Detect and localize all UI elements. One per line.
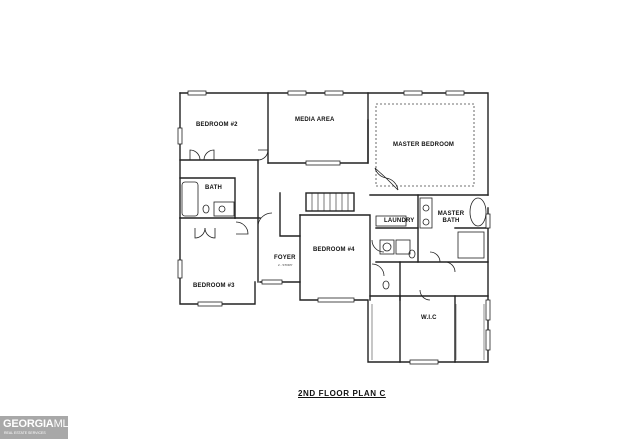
sink bbox=[422, 204, 430, 212]
window bbox=[177, 127, 183, 145]
label-wic: W.I.C bbox=[421, 315, 437, 321]
window bbox=[305, 160, 341, 166]
window bbox=[187, 90, 207, 96]
door-swing bbox=[385, 177, 399, 191]
toilet bbox=[382, 280, 390, 290]
interior-wall bbox=[399, 295, 456, 363]
door-swing bbox=[235, 221, 249, 235]
sink bbox=[422, 218, 430, 226]
stair-tread bbox=[311, 192, 349, 212]
vanity bbox=[375, 215, 407, 227]
label-foyer-note: 2 - STORY bbox=[278, 263, 293, 267]
washer bbox=[379, 239, 395, 255]
door-swing bbox=[194, 227, 206, 239]
interior-wall bbox=[279, 192, 301, 237]
interior-wall bbox=[299, 214, 371, 301]
door-swing bbox=[444, 261, 456, 273]
interior-wall bbox=[267, 92, 369, 164]
watermark-tagline: REAL ESTATE SERVICES bbox=[4, 431, 46, 435]
window bbox=[485, 213, 491, 229]
window bbox=[197, 301, 223, 307]
door-swing bbox=[257, 149, 269, 161]
label-bedroom-2: BEDROOM #2 bbox=[196, 122, 238, 128]
window bbox=[485, 299, 491, 321]
exterior-wall bbox=[259, 207, 489, 363]
door-swing bbox=[429, 251, 441, 263]
toilet bbox=[202, 204, 210, 214]
window bbox=[445, 90, 465, 96]
label-foyer: FOYER bbox=[274, 255, 296, 261]
door-swing bbox=[419, 289, 431, 301]
bathtub bbox=[181, 181, 199, 217]
vanity bbox=[419, 197, 433, 229]
window bbox=[485, 329, 491, 351]
door-swing bbox=[371, 239, 385, 253]
window bbox=[409, 359, 439, 365]
exterior-wall bbox=[179, 217, 256, 305]
label-media-area: MEDIA AREA bbox=[295, 117, 335, 123]
window bbox=[317, 297, 355, 303]
vanity bbox=[213, 201, 235, 217]
tray-ceiling bbox=[375, 103, 475, 187]
label-bath: BATH bbox=[205, 185, 223, 191]
interior-wall bbox=[179, 177, 236, 219]
door-swing bbox=[204, 227, 216, 239]
georgia-mls-watermark: GEORGIAMLS REAL ESTATE SERVICES bbox=[0, 416, 76, 439]
window bbox=[287, 90, 307, 96]
door-swing bbox=[374, 167, 387, 179]
window bbox=[177, 259, 183, 279]
door-swing bbox=[189, 149, 201, 161]
label-bedroom-3: BEDROOM #3 bbox=[193, 283, 235, 289]
sink bbox=[218, 205, 226, 213]
label-laundry: LAUNDRY bbox=[384, 218, 415, 224]
window bbox=[324, 90, 344, 96]
exterior-wall bbox=[179, 92, 489, 196]
label-bedroom-4: BEDROOM #4 bbox=[313, 247, 355, 253]
watermark-brand-name: GEORGIA bbox=[3, 418, 54, 430]
plan-title: 2ND FLOOR PLAN C bbox=[298, 389, 386, 398]
dryer bbox=[395, 239, 411, 255]
label-master-bath: MASTER BATH bbox=[437, 211, 465, 224]
window bbox=[261, 279, 283, 285]
watermark-brand-suffix: MLS bbox=[53, 418, 76, 430]
watermark-brand: GEORGIAMLS bbox=[3, 418, 76, 430]
door-swing bbox=[371, 263, 385, 277]
door-swing bbox=[203, 149, 215, 161]
shower bbox=[457, 231, 485, 259]
freestanding-tub bbox=[469, 197, 487, 227]
window bbox=[403, 90, 423, 96]
label-master-bedroom: MASTER BEDROOM bbox=[393, 142, 455, 148]
door-swing bbox=[257, 212, 273, 226]
